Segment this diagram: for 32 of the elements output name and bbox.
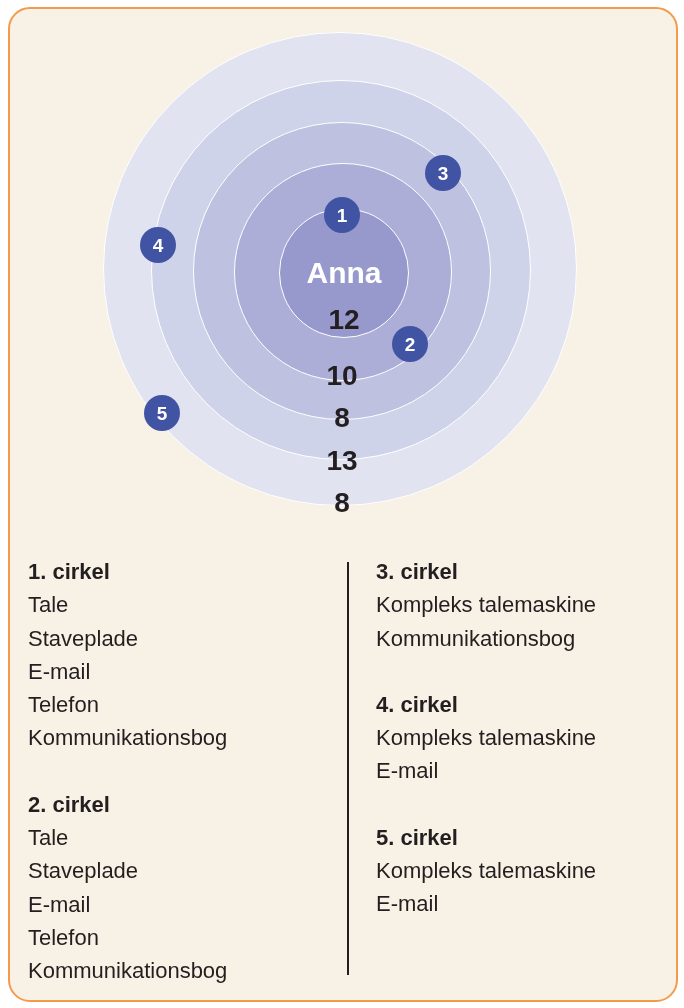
list-item: Staveplade bbox=[28, 857, 140, 886]
list-item: Staveplade bbox=[28, 624, 140, 653]
number-badge: 5 bbox=[144, 395, 180, 431]
list-item: Kompleks talemaskine bbox=[376, 857, 597, 886]
number-badge: 1 bbox=[324, 197, 360, 233]
list-item: Kompleks talemaskine bbox=[376, 591, 597, 620]
list-item: Telefon bbox=[28, 923, 100, 952]
list-item: E-mail bbox=[28, 890, 92, 919]
list-item: Kommunikationsbog bbox=[28, 957, 228, 986]
count-label: 13 bbox=[326, 447, 358, 475]
list-item: Tale bbox=[28, 591, 70, 620]
section-heading: 2. cirkel bbox=[28, 790, 111, 819]
count-label: 8 bbox=[334, 404, 350, 432]
list-item: Kommunikationsbog bbox=[28, 724, 228, 753]
list-item: E-mail bbox=[376, 890, 440, 919]
list-item: Kompleks talemaskine bbox=[376, 724, 597, 753]
name-label: Anna bbox=[306, 258, 382, 288]
section-heading: 1. cirkel bbox=[28, 558, 111, 586]
list-item: Tale bbox=[28, 824, 70, 853]
list-item: E-mail bbox=[376, 757, 440, 786]
section-heading: 4. cirkel bbox=[376, 690, 459, 719]
count-label: 8 bbox=[334, 489, 350, 517]
section-heading: 3. cirkel bbox=[376, 558, 459, 586]
number-badge: 2 bbox=[392, 326, 428, 362]
section-heading: 5. cirkel bbox=[376, 823, 459, 852]
list-item: Telefon bbox=[28, 691, 100, 720]
number-badge: 3 bbox=[425, 155, 461, 191]
list-item: E-mail bbox=[28, 657, 92, 686]
count-label: 12 bbox=[328, 306, 360, 334]
list-item: Kommunikationsbog bbox=[376, 624, 577, 653]
number-badge: 4 bbox=[140, 227, 176, 263]
count-label: 10 bbox=[326, 362, 358, 390]
